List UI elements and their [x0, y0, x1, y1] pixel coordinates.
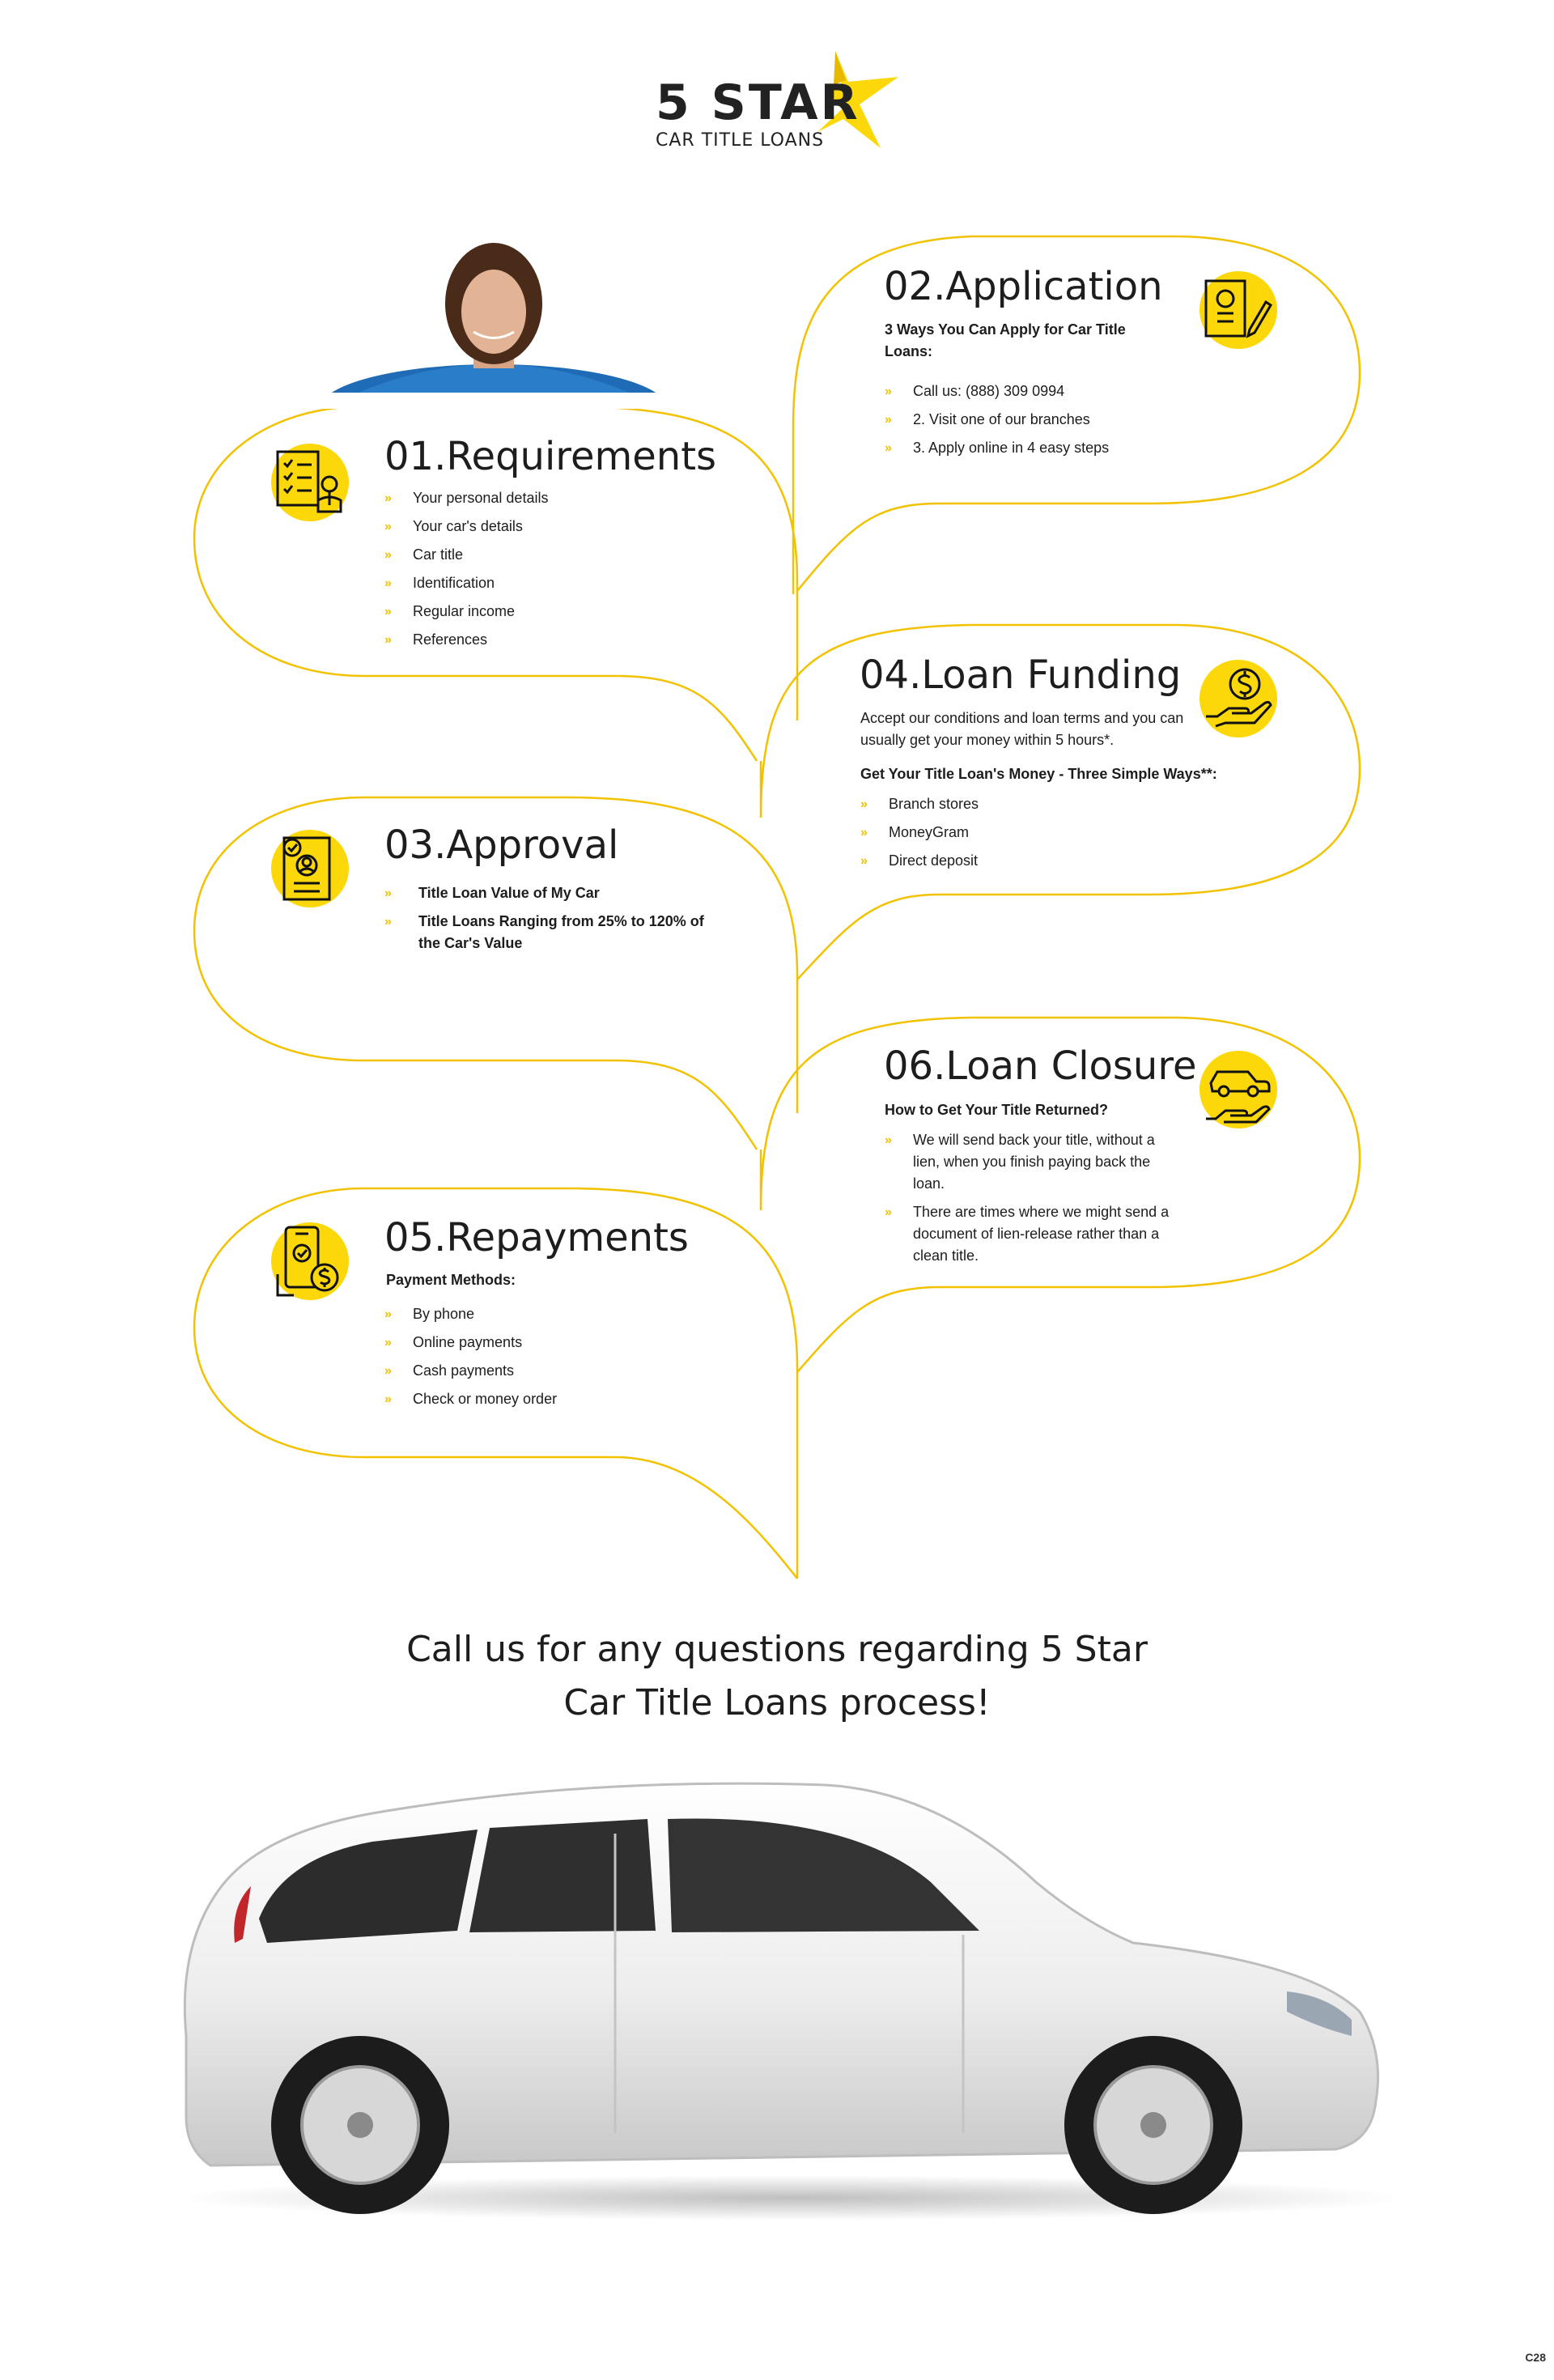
step-04-subtitle: Get Your Title Loan's Money - Three Simp…	[860, 766, 1217, 782]
application-form-icon	[1199, 271, 1277, 349]
phone-link[interactable]: »Call us: (888) 309 0994	[885, 383, 1065, 399]
step-04-paragraph: Accept our conditions and loan terms and…	[860, 710, 1184, 748]
step-05-subtitle: Payment Methods:	[386, 1272, 516, 1288]
step-02-subtitle: 3 Ways You Can Apply for Car Title Loans…	[885, 321, 1126, 359]
step-06-list: »We will send back your title, without a…	[885, 1129, 1184, 1273]
step-02-list: »Call us: (888) 309 0994 »2. Visit one o…	[885, 380, 1109, 465]
list-item: »Branch stores	[860, 796, 979, 812]
step-06-subtitle: How to Get Your Title Returned?	[885, 1102, 1109, 1118]
footer-code: C28	[1525, 2351, 1546, 2364]
list-item: »By phone	[384, 1306, 475, 1322]
list-item: »Direct deposit	[860, 852, 979, 869]
list-item: »Identification	[384, 575, 495, 591]
approval-document-icon	[271, 830, 349, 907]
list-item: »There are times where we might send a d…	[885, 1204, 1170, 1264]
call-to-action-heading: Call us for any questions regarding 5 St…	[406, 1629, 1148, 1723]
brand-tagline: CAR TITLE LOANS	[656, 130, 825, 151]
requirements-checklist-icon	[271, 444, 349, 521]
list-item: »Cash payments	[384, 1362, 515, 1379]
step-01-list: »Your personal details »Your car's detai…	[384, 487, 548, 657]
money-hand-icon	[1199, 660, 1277, 737]
list-item: »2. Visit one of our branches	[885, 411, 1090, 427]
list-item: »Check or money order	[384, 1391, 558, 1407]
list-item: »Your personal details	[384, 490, 549, 506]
car-hand-icon	[1199, 1051, 1277, 1128]
phone-payment-icon	[271, 1222, 349, 1300]
step-01-title: 01.Requirements	[384, 434, 717, 479]
list-item: »References	[384, 631, 488, 648]
list-item: »Title Loan Value of My Car	[384, 885, 600, 901]
step-04-title: 04.Loan Funding	[860, 652, 1182, 698]
car-photo	[178, 1782, 1392, 2221]
brand-logo[interactable]: 5 STAR CAR TITLE LOANS	[648, 45, 906, 158]
step-04-list: »Branch stores »MoneyGram »Direct deposi…	[860, 793, 979, 878]
list-item: »MoneyGram	[860, 824, 970, 840]
list-item: »Car title	[384, 546, 464, 563]
woman-photo	[316, 243, 672, 409]
list-item: »Your car's details	[384, 518, 523, 534]
list-item: »Online payments	[384, 1334, 523, 1350]
brand-name: 5 STAR	[656, 74, 860, 131]
step-03-list: »Title Loan Value of My Car »Title Loans…	[384, 882, 708, 961]
list-item: »Title Loans Ranging from 25% to 120% of…	[384, 913, 704, 951]
step-03-title: 03.Approval	[384, 822, 619, 868]
list-item: »3. Apply online in 4 easy steps	[885, 440, 1110, 456]
step-02-title: 02.Application	[884, 264, 1163, 309]
step-06-title: 06.Loan Closure	[884, 1043, 1197, 1089]
list-item: »Regular income	[384, 603, 516, 619]
step-05-list: »By phone »Online payments »Cash payment…	[384, 1303, 557, 1417]
star-icon	[817, 51, 898, 148]
step-05-title: 05.Repayments	[384, 1215, 689, 1260]
list-item: »We will send back your title, without a…	[885, 1132, 1155, 1192]
